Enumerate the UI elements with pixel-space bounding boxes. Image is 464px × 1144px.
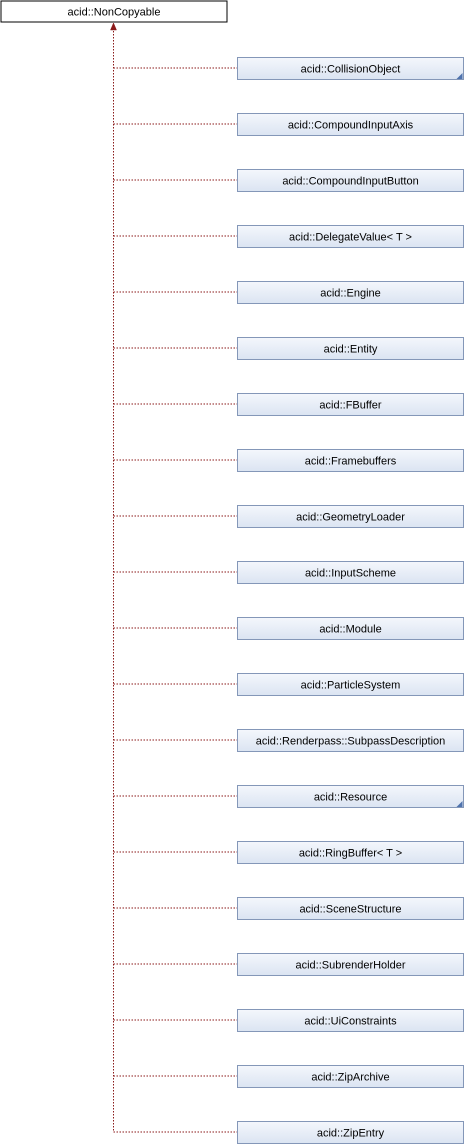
inheritance-arrowhead	[110, 22, 117, 31]
derived-class-node[interactable]: acid::Engine	[237, 281, 464, 304]
derived-class-node[interactable]: acid::Module	[237, 617, 464, 640]
derived-class-label: acid::Framebuffers	[305, 456, 397, 468]
derived-class-node[interactable]: acid::SceneStructure	[237, 897, 464, 920]
derived-class-label: acid::Entity	[324, 344, 378, 356]
base-class-label: acid::NonCopyable	[68, 7, 161, 19]
derived-class-node[interactable]: acid::Renderpass::SubpassDescription	[237, 729, 464, 752]
derived-class-nodes: acid::CollisionObjectacid::CompoundInput…	[237, 57, 464, 1144]
derived-class-node[interactable]: acid::ParticleSystem	[237, 673, 464, 696]
derived-class-label: acid::Resource	[314, 792, 387, 804]
derived-class-node[interactable]: acid::DelegateValue< T >	[237, 225, 464, 248]
base-class-node[interactable]: acid::NonCopyable	[0, 0, 228, 23]
derived-class-node[interactable]: acid::CollisionObject	[237, 57, 464, 80]
derived-class-node[interactable]: acid::GeometryLoader	[237, 505, 464, 528]
derived-class-label: acid::UiConstraints	[304, 1016, 397, 1028]
derived-class-node[interactable]: acid::SubrenderHolder	[237, 953, 464, 976]
derived-class-node[interactable]: acid::RingBuffer< T >	[237, 841, 464, 864]
base-class-box	[0, 0, 228, 23]
derived-class-node[interactable]: acid::InputScheme	[237, 561, 464, 584]
derived-class-node[interactable]: acid::UiConstraints	[237, 1009, 464, 1032]
derived-class-node[interactable]: acid::Framebuffers	[237, 449, 464, 472]
derived-class-label: acid::CompoundInputAxis	[288, 120, 414, 132]
more-subclasses-marker-icon	[456, 801, 463, 807]
derived-class-label: acid::InputScheme	[305, 568, 396, 580]
derived-class-label: acid::FBuffer	[319, 400, 381, 412]
derived-class-label: acid::GeometryLoader	[296, 512, 405, 524]
derived-class-label: acid::CollisionObject	[301, 64, 401, 76]
derived-class-label: acid::Module	[319, 624, 381, 636]
derived-class-node[interactable]: acid::ZipEntry	[237, 1121, 464, 1144]
more-subclasses-marker-icon	[456, 73, 463, 79]
derived-class-label: acid::SceneStructure	[299, 904, 401, 916]
derived-class-label: acid::DelegateValue< T >	[289, 232, 412, 244]
derived-class-label: acid::ZipArchive	[311, 1072, 389, 1084]
derived-class-label: acid::Renderpass::SubpassDescription	[256, 736, 446, 748]
derived-class-node[interactable]: acid::FBuffer	[237, 393, 464, 416]
derived-class-node[interactable]: acid::Entity	[237, 337, 464, 360]
derived-class-label: acid::SubrenderHolder	[295, 960, 405, 972]
derived-class-label: acid::RingBuffer< T >	[299, 848, 402, 860]
derived-class-node[interactable]: acid::CompoundInputButton	[237, 169, 464, 192]
derived-class-node[interactable]: acid::CompoundInputAxis	[237, 113, 464, 136]
derived-class-label: acid::CompoundInputButton	[282, 176, 418, 188]
inheritance-edges	[110, 22, 238, 1133]
derived-class-node[interactable]: acid::Resource	[237, 785, 464, 808]
derived-class-label: acid::ParticleSystem	[301, 680, 401, 692]
derived-class-label: acid::Engine	[320, 288, 381, 300]
derived-class-node[interactable]: acid::ZipArchive	[237, 1065, 464, 1088]
derived-class-label: acid::ZipEntry	[317, 1128, 385, 1140]
